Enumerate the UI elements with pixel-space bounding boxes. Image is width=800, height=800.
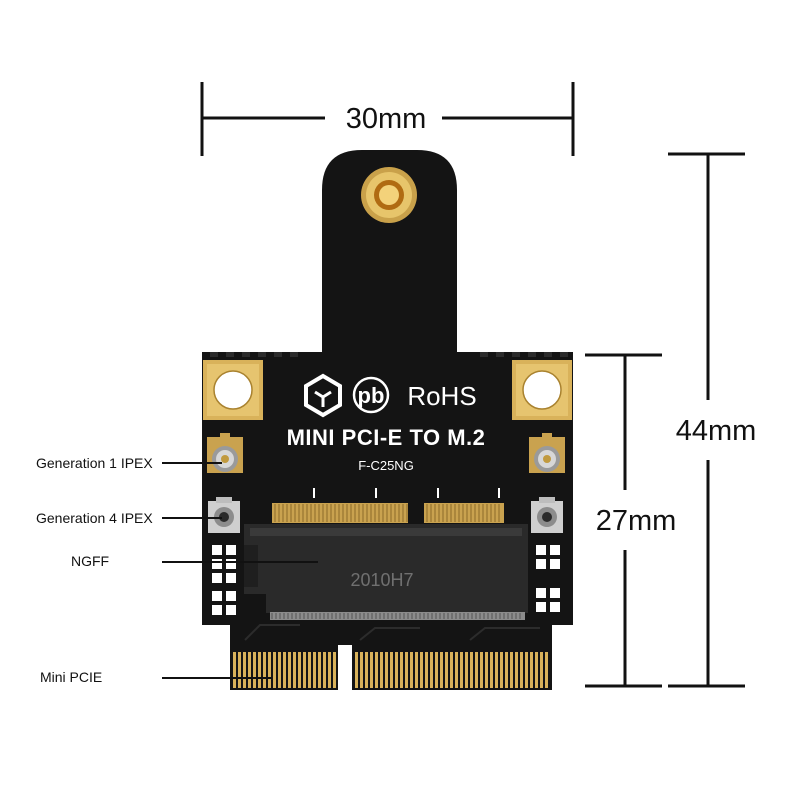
edge-finger: [415, 652, 418, 688]
edge-finger: [385, 652, 388, 688]
edge-finger: [430, 652, 433, 688]
edge-finger: [365, 652, 368, 688]
edge-finger: [485, 652, 488, 688]
total-height-dimension: 44mm: [668, 152, 757, 688]
edge-finger: [435, 652, 438, 688]
brand-badge: pb: [352, 376, 390, 414]
edge-finger: [490, 652, 493, 688]
edge-finger: [455, 652, 458, 688]
edge-finger: [298, 652, 301, 688]
callout-ngff-label: NGFF: [71, 553, 109, 569]
edge-finger: [530, 652, 533, 688]
edge-finger: [510, 652, 513, 688]
callout-ngff: NGFF: [71, 553, 318, 569]
ipex-gen4-right-connector: [531, 497, 563, 533]
edge-finger: [475, 652, 478, 688]
edge-finger: [425, 652, 428, 688]
edge-finger: [375, 652, 378, 688]
edge-finger: [500, 652, 503, 688]
screw-hole-top: [361, 167, 417, 223]
edge-finger: [540, 652, 543, 688]
edge-finger: [273, 652, 276, 688]
edge-finger: [243, 652, 246, 688]
mounting-pad-left: [203, 360, 263, 420]
brand-label: pb: [358, 383, 385, 408]
edge-finger: [480, 652, 483, 688]
pcb-traces: [244, 624, 540, 641]
edge-finger: [293, 652, 296, 688]
edge-finger: [308, 652, 311, 688]
edge-finger: [545, 652, 548, 688]
edge-finger: [258, 652, 261, 688]
edge-finger: [233, 652, 236, 688]
rohs-label: RoHS: [407, 381, 476, 411]
edge-finger: [283, 652, 286, 688]
edge-finger: [323, 652, 326, 688]
edge-finger: [303, 652, 306, 688]
edge-finger: [460, 652, 463, 688]
edge-finger: [505, 652, 508, 688]
edge-finger: [355, 652, 358, 688]
chip-marking: 2010H7: [350, 570, 413, 590]
board-height-label: 27mm: [596, 505, 677, 537]
edge-finger: [263, 652, 266, 688]
width-label: 30mm: [346, 103, 427, 135]
edge-finger: [238, 652, 241, 688]
callout-mini-pcie-label: Mini PCIE: [40, 669, 102, 685]
edge-finger: [405, 652, 408, 688]
edge-finger: [525, 652, 528, 688]
edge-finger: [445, 652, 448, 688]
callout-ipex-gen4-label: Generation 4 IPEX: [36, 510, 153, 526]
ipex-gen4-left-connector: [208, 497, 240, 533]
ipex-gen1-right-connector: [529, 433, 565, 473]
edge-finger: [370, 652, 373, 688]
edge-finger: [520, 652, 523, 688]
edge-finger: [420, 652, 423, 688]
callout-ipex-gen1: Generation 1 IPEX: [36, 455, 222, 471]
width-dimension: 30mm: [200, 82, 575, 156]
edge-finger: [380, 652, 383, 688]
edge-finger: [313, 652, 316, 688]
smd-pads-right: [536, 545, 560, 612]
brand-logo-icon: [304, 373, 342, 418]
edge-finger: [515, 652, 518, 688]
edge-finger: [248, 652, 251, 688]
edge-finger: [470, 652, 473, 688]
edge-finger: [390, 652, 393, 688]
callout-ipex-gen4: Generation 4 IPEX: [36, 510, 222, 526]
mounting-pad-right: [512, 360, 572, 420]
edge-finger: [333, 652, 336, 688]
mini-pcie-edge-fingers: [233, 652, 548, 688]
edge-finger: [278, 652, 281, 688]
edge-finger: [465, 652, 468, 688]
edge-finger: [288, 652, 291, 688]
edge-finger: [253, 652, 256, 688]
edge-finger: [268, 652, 271, 688]
ipex-gen1-left-connector: [207, 433, 243, 473]
board-model: F-C25NG: [358, 458, 414, 473]
edge-finger: [318, 652, 321, 688]
edge-finger: [395, 652, 398, 688]
smd-pads-left: [212, 545, 236, 615]
ngff-m2-connector: 2010H7: [244, 488, 528, 620]
callout-mini-pcie: Mini PCIE: [40, 669, 272, 685]
edge-finger: [328, 652, 331, 688]
edge-finger: [450, 652, 453, 688]
board-title: MINI PCI-E TO M.2: [287, 425, 486, 450]
edge-finger: [495, 652, 498, 688]
edge-finger: [535, 652, 538, 688]
edge-finger: [410, 652, 413, 688]
edge-finger: [440, 652, 443, 688]
edge-finger: [400, 652, 403, 688]
callout-ipex-gen1-label: Generation 1 IPEX: [36, 455, 153, 471]
edge-finger: [360, 652, 363, 688]
board-height-dimension: 27mm: [585, 353, 677, 688]
total-height-label: 44mm: [676, 415, 757, 447]
